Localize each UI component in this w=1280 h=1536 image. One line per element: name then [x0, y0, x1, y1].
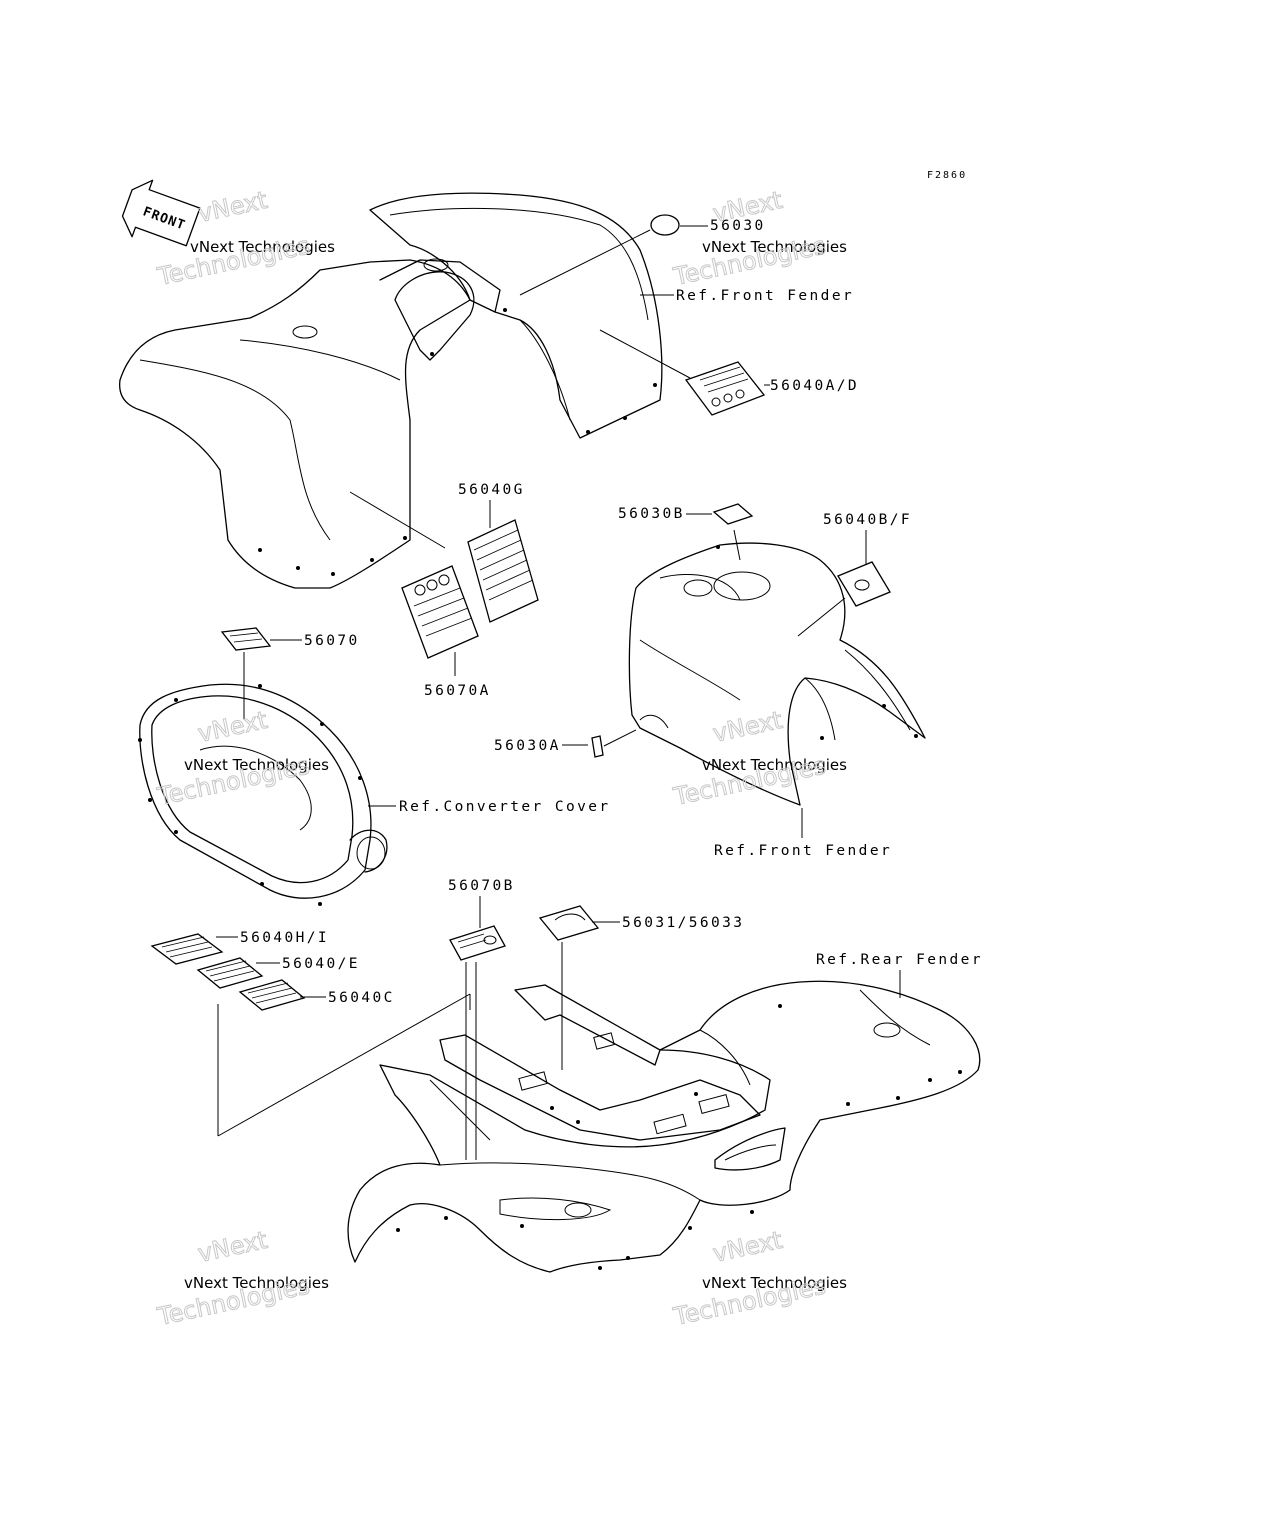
watermark-top-right: vNext vNext Technologies Technologies: [670, 185, 847, 291]
callout-56070: 56070: [304, 633, 360, 649]
decal-56040AD: [684, 361, 766, 416]
converter-cover-drawing: [138, 683, 388, 906]
svg-text:vNext Technologies: vNext Technologies: [184, 1274, 329, 1292]
decal-56040E: [196, 957, 264, 989]
callout-ref-front-fender-bottom: Ref.Front Fender: [714, 843, 892, 859]
decal-56070: [220, 627, 272, 651]
svg-text:vNext: vNext: [195, 706, 269, 748]
watermark-mid-right: vNext vNext Technologies Technologies: [670, 705, 847, 811]
svg-text:vNext Technologies: vNext Technologies: [702, 238, 847, 256]
callout-56030A: 56030A: [494, 738, 561, 754]
watermark-bottom-right: vNext vNext Technologies Technologies: [670, 1225, 847, 1331]
callout-56040E: 56040/E: [282, 956, 360, 972]
callout-ref-front-fender-top: Ref.Front Fender: [676, 288, 854, 304]
svg-text:vNext Technologies: vNext Technologies: [190, 238, 335, 256]
decal-56030A: [591, 735, 604, 758]
decal-56030B: [712, 503, 754, 525]
callout-ref-converter-cover: Ref.Converter Cover: [399, 799, 610, 815]
callout-56030: 56030: [710, 218, 766, 234]
decal-56040C: [238, 979, 306, 1011]
drawing-code: F2860: [927, 170, 967, 181]
decal-56070B: [449, 925, 506, 961]
svg-text:vNext: vNext: [195, 1226, 269, 1268]
front-fender-top-drawing: [119, 192, 663, 589]
svg-text:vNext: vNext: [710, 1226, 784, 1268]
callout-56031-56033: 56031/56033: [622, 915, 744, 931]
decal-56040BF: [837, 561, 891, 607]
watermark-bottom-left: vNext vNext Technologies Technologies: [154, 1225, 329, 1331]
decal-56040HI: [150, 933, 224, 965]
callout-56030B: 56030B: [618, 506, 685, 522]
decal-56070A: [401, 565, 479, 659]
front-fender-center-drawing: [628, 542, 926, 806]
decal-56040G: [467, 519, 539, 623]
svg-text:vNext Technologies: vNext Technologies: [702, 756, 847, 774]
svg-text:vNext: vNext: [195, 186, 269, 228]
svg-text:vNext Technologies: vNext Technologies: [184, 756, 329, 774]
callout-ref-rear-fender: Ref.Rear Fender: [816, 952, 983, 968]
watermark-mid-left: vNext vNext Technologies Technologies: [154, 705, 329, 811]
svg-text:vNext Technologies: vNext Technologies: [702, 1274, 847, 1292]
callout-56040HI: 56040H/I: [240, 930, 329, 946]
callout-56040BF: 56040B/F: [823, 512, 912, 528]
callout-56040AD: 56040A/D: [770, 378, 859, 394]
front-arrow-label: FRONT: [141, 204, 188, 233]
callout-56070B: 56070B: [448, 878, 515, 894]
decal-56030: [650, 214, 680, 236]
rear-fender-drawing: [347, 980, 981, 1273]
decal-56031-56033: [538, 905, 600, 941]
callout-56070A: 56070A: [424, 683, 491, 699]
svg-text:vNext: vNext: [710, 706, 784, 748]
callout-56040C: 56040C: [328, 990, 395, 1006]
callout-56040G: 56040G: [458, 482, 525, 498]
